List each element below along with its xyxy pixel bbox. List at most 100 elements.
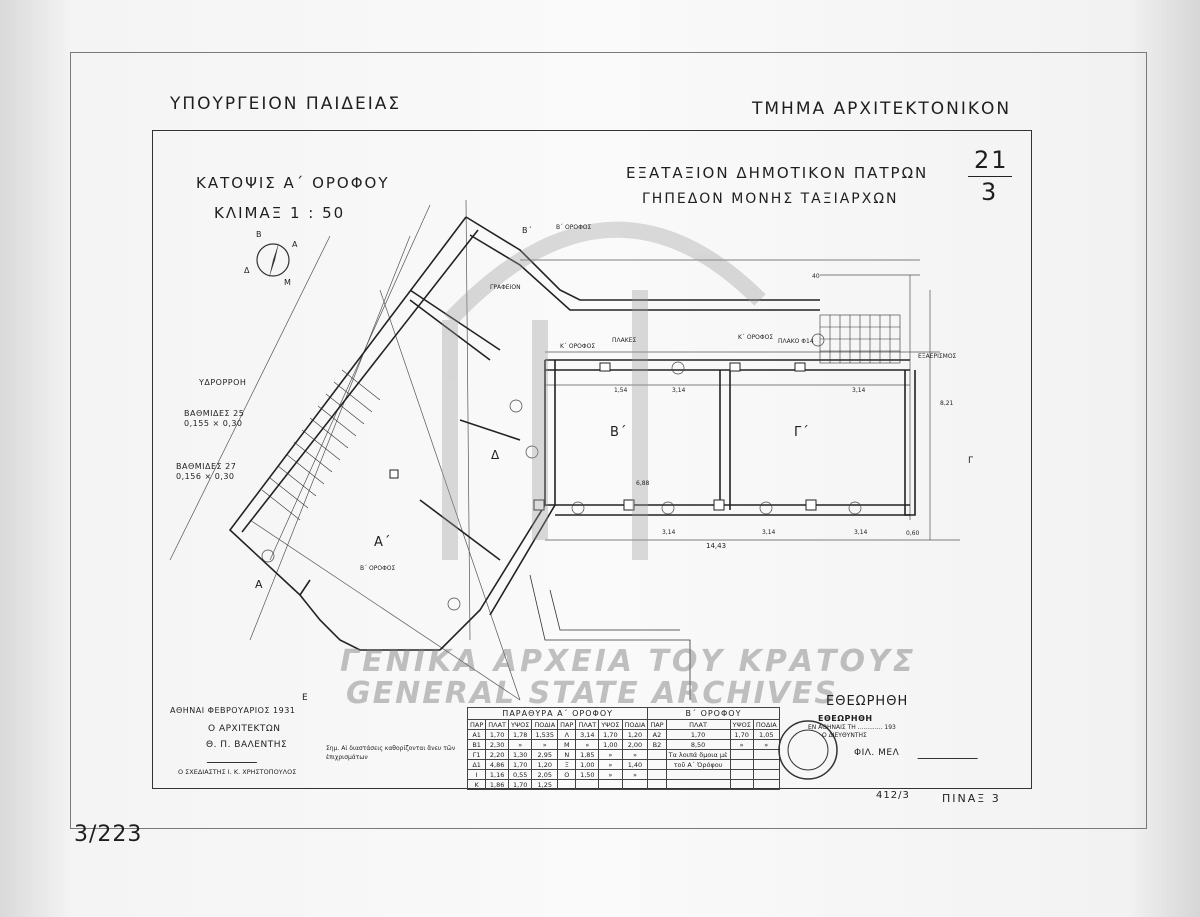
table-cell: 1,70 [485,729,510,740]
sheet-number-top: 21 [974,146,1009,174]
stamp-title: ΕΘΕΩΡΗΘΗ [818,714,873,723]
slab-note: ΠΛΑΚΕΣ [612,337,637,344]
table-cell: 1,78 [508,729,533,740]
ministry-title: ΥΠΟΥΡΓΕΙΟΝ ΠΑΙΔΕΙΑΣ [170,94,402,114]
table-cell [665,769,731,780]
table-cell: Ν [557,749,577,760]
table-cell: 1,70 [729,729,754,740]
table-cell [621,779,649,790]
compass-south: Μ [284,278,292,287]
table-cell: 2,05 [531,769,559,780]
table-cell: 3,14 [575,729,600,740]
table-cell: 8,50 [665,739,731,750]
table-cell: 1,30 [508,749,533,760]
table-cell [647,769,667,780]
table-cell: Α1 [466,729,487,740]
sheet-number-bottom: 3 [981,178,998,206]
dim-154: 1,54 [614,387,628,394]
dim-821: 8,21 [940,400,954,407]
table-cell: Β2 [647,739,667,750]
table-cell: 1,40 [621,759,649,770]
grate [819,314,901,364]
table-cell: 1,50 [575,769,600,780]
col-header: ΠΟΔΙΑ [621,719,649,730]
watermark-english: GENERAL STATE ARCHIVES [346,676,839,711]
table-cell [647,779,667,790]
view-title: ΚΑΤΟΨΙΣ Α΄ ΟΡΟΦΟΥ [196,174,390,192]
table-cell: Α2 [647,729,667,740]
table-cell: Κ [466,779,487,790]
table-cell: 1,70 [665,729,731,740]
table-cell: Ι [466,769,487,780]
table-cell: 1,85 [575,749,600,760]
col-header: ΠΛΑΤ [485,719,510,730]
table-header-row: ΠΑΡ ΠΛΑΤ ΥΨΟΣ ΠΟΔΙΑ ΠΑΡ ΠΛΑΤ ΥΨΟΣ ΠΟΔΙΑ … [466,719,780,730]
table-cell: Β1 [466,739,487,750]
table-cell: » [598,759,623,770]
classroom-b: Β΄ [610,425,628,440]
table-cell: » [508,739,533,750]
watermark-greek: ΓΕΝΙΚΑ ΑΡΧΕΙΑ ΤΟΥ ΚΡΑΤΟΥΣ [340,644,917,679]
place-date: ΑΘΗΝΑΙ ΦΕΒΡΟΥΑΡΙΟΣ 1931 [170,706,296,715]
table-cell [647,759,667,770]
round-seal-icon [778,720,838,780]
total-dimension: 14,43 [706,542,727,550]
table-cell: » [598,749,623,760]
table-cell: 1,20 [531,759,559,770]
col-header: ΥΨΟΣ [729,719,754,730]
steps2-dim: 0,156 × 0,30 [176,472,235,481]
mark-g: Γ [968,456,974,466]
windows-table: ΠΑΡΑΘΥΡΑ Α΄ ΟΡΟΦΟΥ Β΄ ΟΡΟΦΟΥ ΠΑΡ ΠΛΑΤ ΥΨ… [466,707,780,790]
section-d: Δ [491,448,501,462]
table-cell [557,779,577,790]
table-cell [665,779,731,790]
table-cell: » [575,739,600,750]
table-cell: 2,00 [621,739,649,750]
stamp-signature: ΦΙΛ. ΜΕΛ [854,748,900,758]
table-cell: » [531,739,559,750]
table-cell: 1,70 [508,759,533,770]
project-title: ΕΞΑΤΑΞΙΟΝ ΔΗΜΟΤΙΚΟΝ ΠΑΤΡΩΝ [626,164,929,182]
table-cell: 1,00 [598,739,623,750]
steps1-label: ΒΑΘΜΙΔΕΣ 25 [184,409,245,418]
stair-lower [529,574,691,700]
table-cell: 2,20 [485,749,510,760]
archive-seal-icon [442,221,766,560]
table-cell: 1,25 [531,779,559,790]
walls [228,216,916,651]
table-cell: 1,86 [485,779,510,790]
dim-40: 40 [812,273,820,280]
architect-title: Ο ΑΡΧΙΤΕΚΤΩΝ [208,724,281,734]
table-cell [647,749,667,760]
dim-314-a: 3,14 [672,387,686,394]
col-header: ΠΑΡ [647,719,667,730]
ceiling-slab-note: ΠΛΑΚΟ Φ14 [778,338,814,345]
draftsman: Ο ΣΧΕΔΙΑΣΤΗΣ Ι. Κ. ΧΡΗΣΤΟΠΟΥΛΟΣ [178,768,297,776]
director-signature-icon [917,748,983,759]
table-cell: Τα λοιπά ὅμοια μὲ [665,749,731,760]
table-cell: Δ1 [466,759,487,770]
sheet-number-divider [968,176,1012,177]
b-floor-note-2: Β΄ ΟΡΟΦΟΣ [360,565,396,572]
table-cell: » [621,749,649,760]
table-cell: Γ1 [466,749,487,760]
reviewed-label: ΕΘΕΩΡΗΘΗ [826,694,909,709]
dim-688: 6,88 [636,480,650,487]
table-cell [598,779,623,790]
dim-314-c: 3,14 [662,529,676,536]
col-header: ΠΛΑΤ [665,719,731,730]
site-title: ΓΗΠΕΔΟΝ ΜΟΝΗΣ ΤΑΞΙΑΡΧΩΝ [642,191,899,207]
table-cell: 2,30 [485,739,510,750]
table-cell: » [598,769,623,780]
table-cell [729,769,754,780]
architect-signature-icon [206,756,260,763]
k-floor-note: Κ΄ ΟΡΟΦΟΣ [560,343,596,350]
table-title-b: Β΄ ΟΡΟΦΟΥ [647,707,780,720]
plate-label: ΠΙΝΑΞ 3 [942,792,1001,805]
table-cell [729,759,754,770]
